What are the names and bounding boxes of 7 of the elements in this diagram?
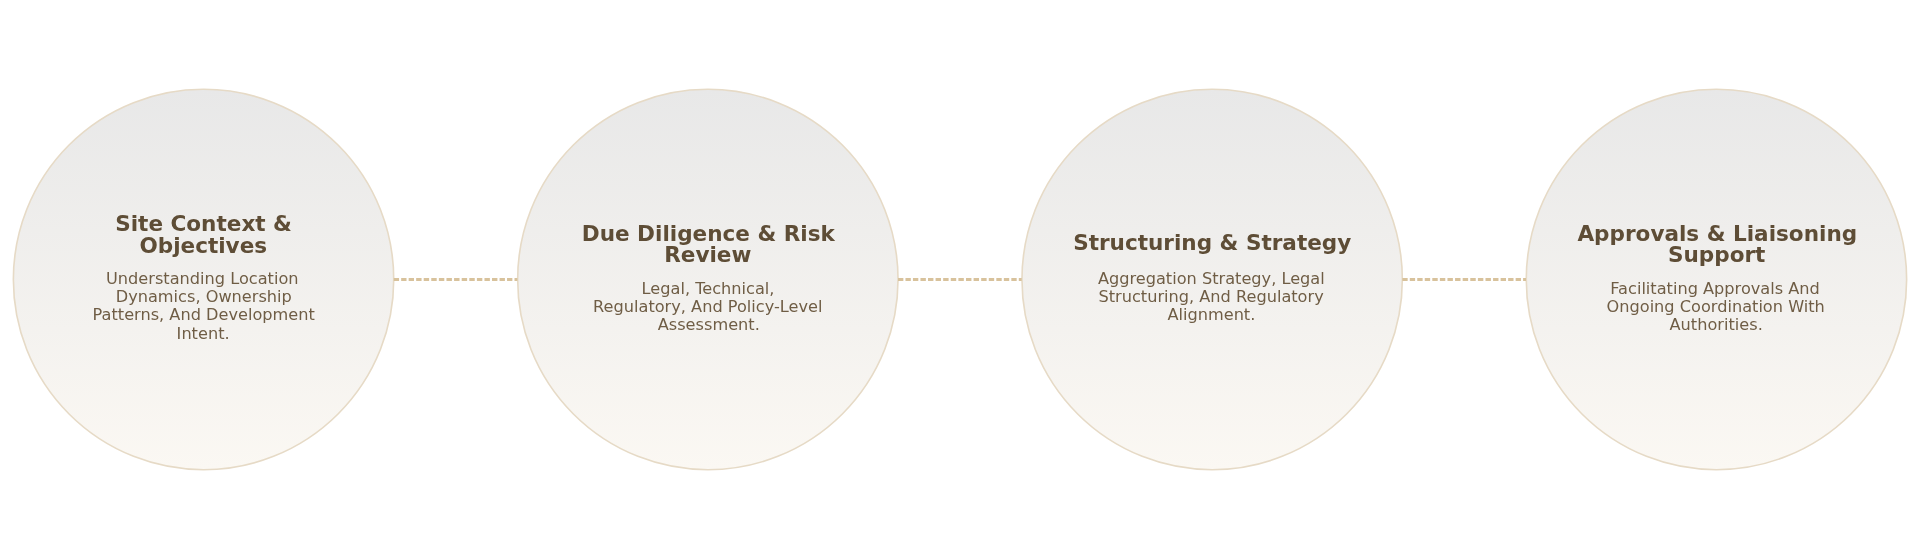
connector xyxy=(393,277,518,282)
node-circle: Due Diligence & Risk Review Legal, Technical, Regulatory, And Policy-Level Assessment. xyxy=(516,88,899,471)
node-circle: Structuring & Strategy Aggregation Strategy, Legal Structuring, And Regulatory Alignment. xyxy=(1021,88,1404,471)
connector xyxy=(1402,277,1526,282)
node-circle: Approvals & Liaisoning Support Facilitating Approvals And Ongoing Coordination With Authorities. xyxy=(1525,88,1908,471)
node-circle: Site Context & Objectives Understanding Location Dynamics, Ownership Patterns, And Development Intent. xyxy=(12,88,395,471)
connector xyxy=(898,277,1022,282)
